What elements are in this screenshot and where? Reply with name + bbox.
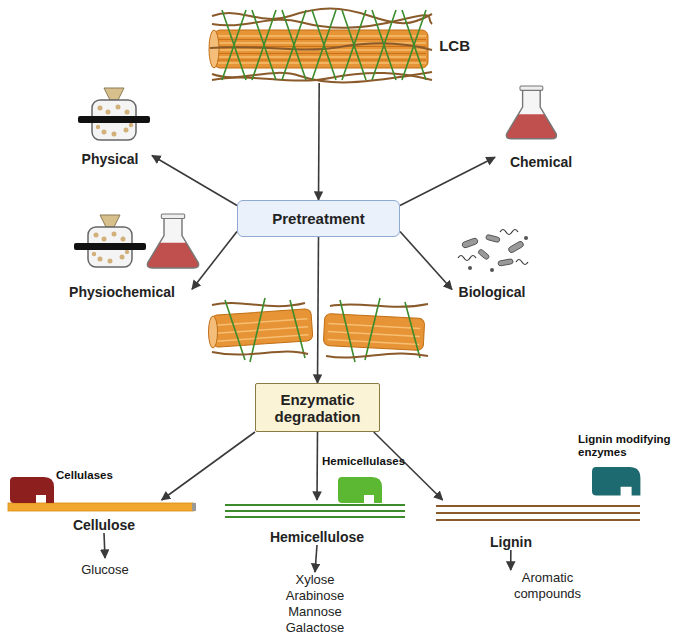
spirillum [458, 256, 476, 261]
cellulase-enzyme [10, 477, 54, 503]
node-label: Biological [459, 284, 526, 300]
product-node: Aromatic compounds [495, 570, 600, 608]
bacterium [461, 237, 478, 248]
biomass-fiber: LCB [210, 8, 470, 83]
bundle-end [209, 316, 218, 348]
product-node: Glucose [70, 558, 140, 580]
lignin-chains [436, 506, 640, 520]
microfibril-lines [216, 319, 309, 341]
lignocellulose-fiber [209, 9, 432, 83]
spirillum [516, 260, 528, 265]
flow-arrow [400, 157, 495, 205]
flow-arrow [400, 231, 452, 289]
flow-arrow [316, 432, 318, 500]
flask-icon [506, 86, 556, 139]
lignin-enzyme [592, 467, 640, 496]
flow-arrow [318, 83, 320, 200]
pretreated-fiber [209, 298, 429, 362]
microfibril-lines [328, 324, 421, 345]
bacterium [485, 234, 500, 242]
lignin-strand [210, 43, 432, 50]
flow-arrow [162, 432, 255, 500]
substrate-node: Cellulose [8, 500, 200, 533]
node-label: Chemical [510, 154, 572, 170]
node-label: Xylose [295, 572, 334, 588]
spirillum [500, 230, 518, 235]
hemicellulase-enzyme [338, 477, 382, 503]
bacterium [508, 240, 525, 253]
cellulose-chain [8, 503, 194, 511]
node-label: Galactose [286, 620, 345, 636]
node-label: Enzymatic degradation [260, 391, 375, 425]
node-label: Aromatic compounds [495, 570, 600, 602]
node-label: Lignin [490, 534, 532, 550]
bundle-end [209, 30, 219, 68]
coccus [468, 266, 472, 270]
node-label: Arabinose [286, 588, 345, 604]
lignin-strand [326, 353, 428, 357]
node-label: Hemicellulose [270, 529, 364, 545]
bacterium [498, 259, 514, 267]
pretreatment-method: Chemical [495, 85, 587, 170]
mill-icon [78, 88, 150, 140]
lignin-strand [212, 15, 432, 28]
lignin-strand [212, 351, 308, 354]
coccus [490, 268, 494, 272]
mill-icon [74, 215, 146, 267]
pretreatment-method: Physiochemical [52, 210, 192, 300]
pretreatment-method: Physical [68, 90, 152, 167]
flow-arrow [315, 545, 317, 572]
chain-end [192, 503, 196, 511]
pretreatment-method: Biological [452, 230, 532, 300]
hemicellulose-strands [222, 10, 426, 80]
node-label: Mannose [288, 604, 341, 620]
hemicellulose-chains [225, 505, 405, 517]
enzyme-label: Hemicellulases [322, 455, 422, 468]
node-label: LCB [439, 37, 470, 54]
node-label: Pretreatment [272, 210, 365, 227]
node-label: Physical [82, 151, 139, 167]
hemicellulose-strands [225, 298, 420, 362]
node-label: Physiochemical [69, 284, 175, 300]
flow-arrow [318, 237, 319, 383]
flow-arrow [510, 550, 512, 570]
enzyme-label: Lignin modifying enzymes [578, 433, 678, 459]
microbe-icon [458, 230, 528, 273]
flow-arrow [104, 533, 105, 558]
node-label: Cellulose [73, 517, 135, 533]
product-node: XyloseArabinoseMannoseGalactose [265, 572, 365, 638]
flow-arrow [192, 231, 237, 289]
process-box: Pretreatment [237, 200, 400, 237]
flask-icon [147, 214, 198, 268]
substrate-node: Hemicellulose [222, 500, 412, 545]
coccus [524, 236, 528, 240]
substrate-node: Lignin [432, 500, 645, 550]
flow-arrow [152, 155, 237, 205]
enzyme-label: Cellulases [56, 469, 136, 482]
node-label: Glucose [81, 562, 129, 577]
process-box: Enzymatic degradation [255, 383, 380, 432]
bacterium [477, 249, 489, 261]
